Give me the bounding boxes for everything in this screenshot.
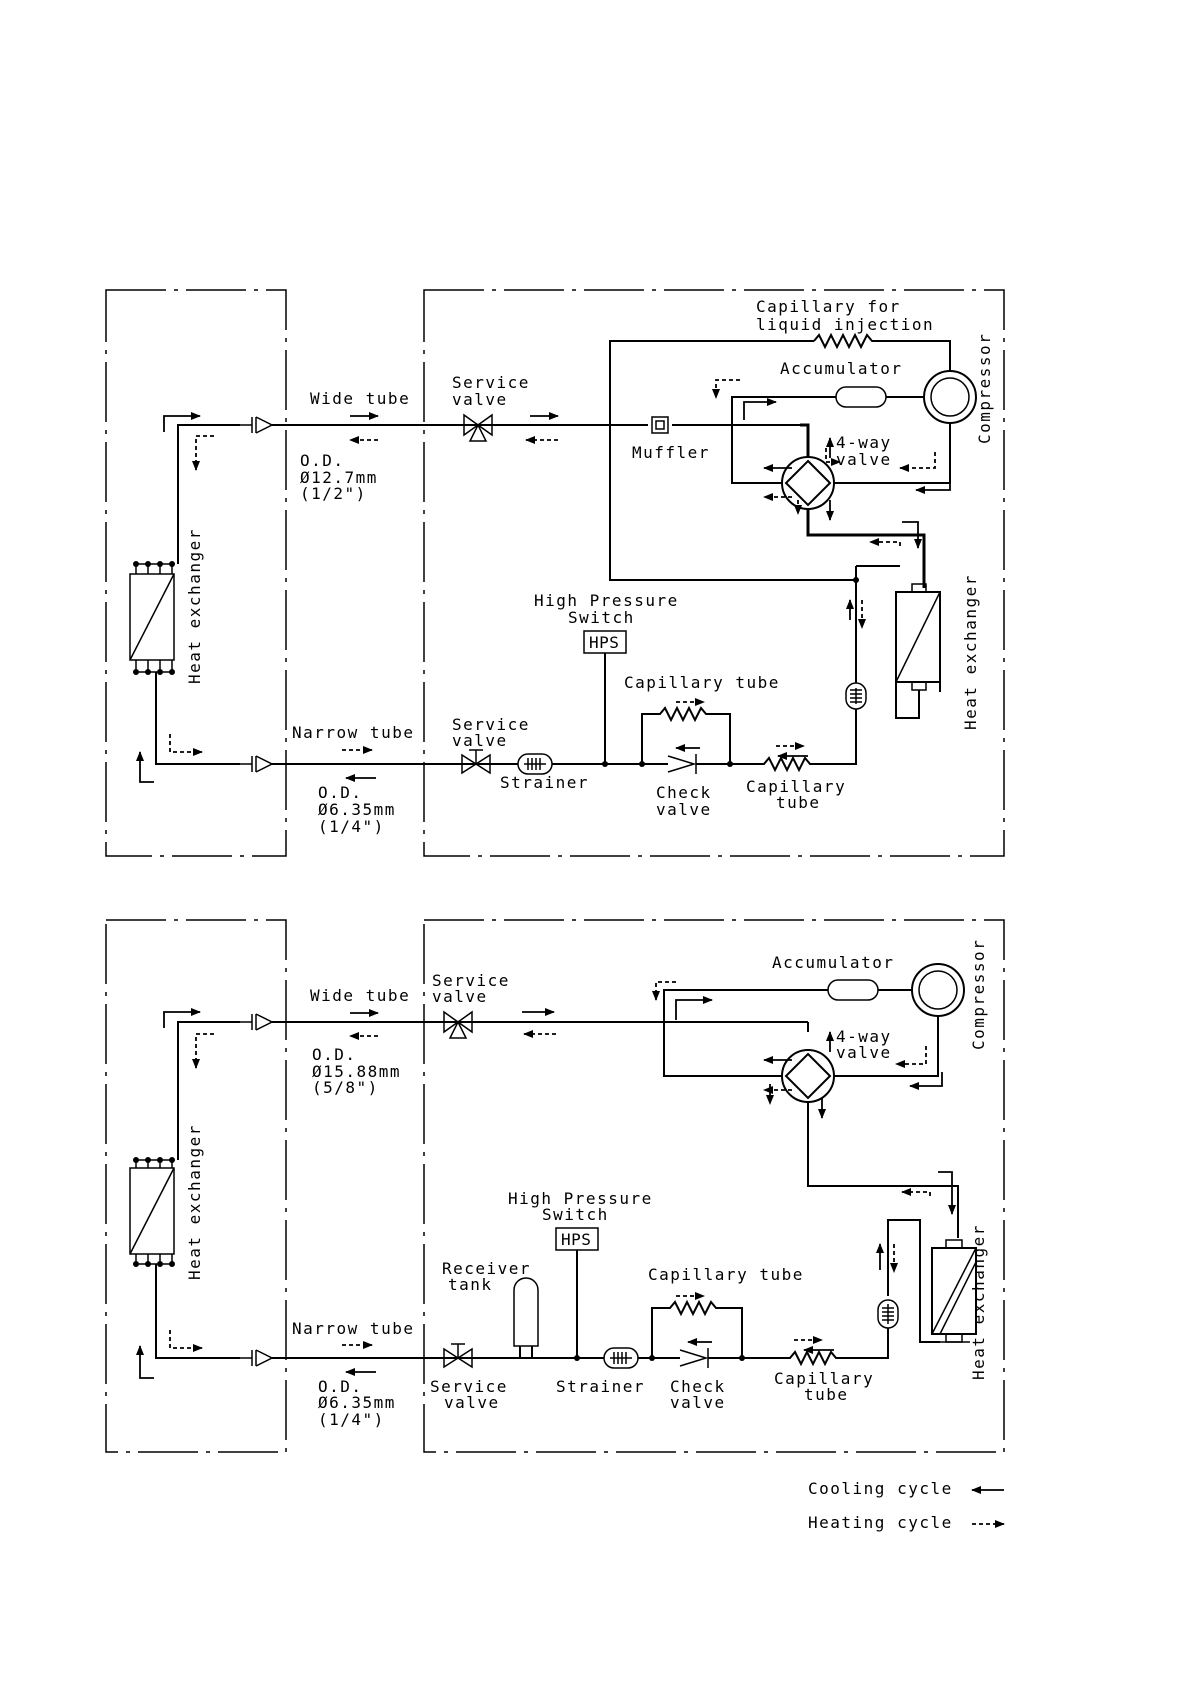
flare-nut-wide-top bbox=[240, 416, 274, 434]
bottom-diagram: Heat exchanger Service valve Wide tube bbox=[105, 919, 1005, 1453]
four-way-valve-bottom-label-2: valve bbox=[836, 1043, 892, 1062]
capillary-tube-label-top: Capillary tube bbox=[624, 673, 780, 692]
compressor-top bbox=[923, 370, 977, 424]
hps-label-bottom: HPS bbox=[561, 1230, 591, 1249]
top-diagram: Heat exchanger Service valv bbox=[105, 289, 1005, 857]
four-way-valve-top bbox=[781, 456, 835, 510]
od-wide-label-1: O.D. bbox=[300, 451, 345, 470]
four-way-valve-bottom-label-1: 4-way bbox=[836, 1027, 892, 1046]
check-valve-top bbox=[667, 754, 697, 774]
check-valve-bottom-label-2: valve bbox=[670, 1393, 726, 1412]
od-wide-bottom-label-1: O.D. bbox=[312, 1045, 357, 1064]
heat-exchanger-outdoor-label-top: Heat exchanger bbox=[961, 574, 980, 730]
legend-cooling-label: Cooling cycle bbox=[808, 1479, 953, 1498]
capillary-injection-label-2: liquid injection bbox=[756, 315, 934, 334]
check-valve-label-2: valve bbox=[656, 800, 712, 819]
check-valve-bottom bbox=[679, 1348, 709, 1368]
strainer-label-top: Strainer bbox=[500, 773, 589, 792]
high-pressure-switch-label-1: High Pressure bbox=[534, 591, 679, 610]
capillary-tube-bottom-label-2b: tube bbox=[804, 1385, 849, 1404]
od-narrow-label-3: (1/4") bbox=[318, 817, 385, 836]
four-way-valve-label-2: valve bbox=[836, 450, 892, 469]
wide-tube-label-top: Wide tube bbox=[310, 389, 410, 408]
od-wide-bottom-label-3: (5/8") bbox=[312, 1078, 379, 1097]
accumulator-label-bottom: Accumulator bbox=[772, 953, 894, 972]
indoor-heat-exchanger-bottom bbox=[129, 1157, 175, 1267]
od-narrow-bottom-label-1: O.D. bbox=[318, 1377, 363, 1396]
check-valve-label-1: Check bbox=[656, 783, 712, 802]
service-valve-narrow-label-2: valve bbox=[452, 731, 508, 750]
receiver-tank-label-1: Receiver bbox=[442, 1259, 531, 1278]
service-valve-narrow-bottom-label-2: valve bbox=[444, 1393, 500, 1412]
muffler-label: Muffler bbox=[632, 443, 710, 462]
indoor-unit-outline-bottom bbox=[105, 919, 287, 1453]
legend: Cooling cycle Heating cycle bbox=[808, 1479, 1005, 1532]
flare-nut-narrow-top bbox=[240, 755, 274, 773]
outdoor-heat-exchanger-top bbox=[895, 583, 941, 719]
service-valve-label-2: valve bbox=[452, 390, 508, 409]
capillary-tube-bottom-label-2: tube bbox=[776, 793, 821, 812]
accumulator-top bbox=[835, 386, 887, 408]
receiver-tank-label-2: tank bbox=[448, 1275, 493, 1294]
muffler-top bbox=[651, 416, 669, 434]
heat-exchanger-indoor-label-bottom: Heat exchanger bbox=[185, 1124, 204, 1280]
flare-nut-narrow-bottom bbox=[240, 1349, 274, 1367]
capillary-liquid-injection-coil bbox=[813, 332, 951, 372]
od-narrow-bottom-label-2: Ø6.35mm bbox=[318, 1393, 396, 1412]
capillary-injection-label-1: Capillary for bbox=[756, 297, 901, 316]
capillary-tube-bottom-label-1: Capillary bbox=[746, 777, 846, 796]
four-way-valve-label-1: 4-way bbox=[836, 433, 892, 452]
compressor-label-bottom: Compressor bbox=[969, 939, 988, 1050]
service-valve-narrow-bottom bbox=[443, 1343, 473, 1369]
service-valve-narrow-label-1: Service bbox=[452, 715, 530, 734]
service-valve-wide-bottom-label-2: valve bbox=[432, 987, 488, 1006]
outdoor-unit-outline-bottom bbox=[423, 919, 1005, 1453]
flare-nut-wide-bottom bbox=[240, 1013, 274, 1031]
od-wide-label-3: (1/2") bbox=[300, 484, 367, 503]
high-pressure-switch-bottom-label-1: High Pressure bbox=[508, 1189, 653, 1208]
check-valve-bottom-label-1: Check bbox=[670, 1377, 726, 1396]
outdoor-heat-exchanger-bottom bbox=[931, 1239, 977, 1343]
od-wide-bottom-label-2: Ø15.88mm bbox=[312, 1062, 401, 1081]
hps-label-top: HPS bbox=[589, 633, 619, 652]
strainer-bottom bbox=[603, 1347, 639, 1369]
strainer-right-bottom bbox=[877, 1299, 899, 1329]
od-narrow-label-1: O.D. bbox=[318, 783, 363, 802]
wide-tube-label-bottom: Wide tube bbox=[310, 986, 410, 1005]
compressor-label-top: Compressor bbox=[975, 333, 994, 444]
capillary-tube-bottom-loop-label: Capillary tube bbox=[648, 1265, 804, 1284]
service-valve-wide-top bbox=[463, 413, 493, 442]
service-valve-wide-bottom-label-1: Service bbox=[432, 971, 510, 990]
high-pressure-switch-bottom-label-2: Switch bbox=[542, 1205, 609, 1224]
narrow-tube-label-top: Narrow tube bbox=[292, 723, 414, 742]
outdoor-unit-outline-top bbox=[423, 289, 1005, 857]
indoor-unit-outline-top bbox=[105, 289, 287, 857]
compressor-bottom bbox=[911, 963, 965, 1017]
high-pressure-switch-label-2: Switch bbox=[568, 608, 635, 627]
od-wide-label-2: Ø12.7mm bbox=[300, 468, 378, 487]
service-valve-wide-bottom bbox=[443, 1010, 473, 1039]
service-valve-narrow-bottom-label-1: Service bbox=[430, 1377, 508, 1396]
legend-heating-label: Heating cycle bbox=[808, 1513, 953, 1532]
strainer-top bbox=[517, 753, 553, 775]
capillary-tube-bottom-label-1b: Capillary bbox=[774, 1369, 874, 1388]
receiver-tank bbox=[513, 1277, 539, 1347]
od-narrow-bottom-label-3: (1/4") bbox=[318, 1410, 385, 1429]
service-valve-label-1: Service bbox=[452, 373, 530, 392]
four-way-valve-bottom bbox=[781, 1049, 835, 1103]
service-valve-narrow-top bbox=[461, 749, 491, 775]
od-narrow-label-2: Ø6.35mm bbox=[318, 800, 396, 819]
heat-exchanger-outdoor-label-bottom: Heat exchanger bbox=[969, 1224, 988, 1380]
heat-exchanger-indoor-label-top: Heat exchanger bbox=[185, 528, 204, 684]
accumulator-label-top: Accumulator bbox=[780, 359, 902, 378]
strainer-label-bottom: Strainer bbox=[556, 1377, 645, 1396]
accumulator-bottom bbox=[827, 979, 879, 1001]
narrow-tube-label-bottom: Narrow tube bbox=[292, 1319, 414, 1338]
strainer-right-top bbox=[845, 682, 867, 710]
indoor-heat-exchanger-top bbox=[129, 561, 175, 675]
